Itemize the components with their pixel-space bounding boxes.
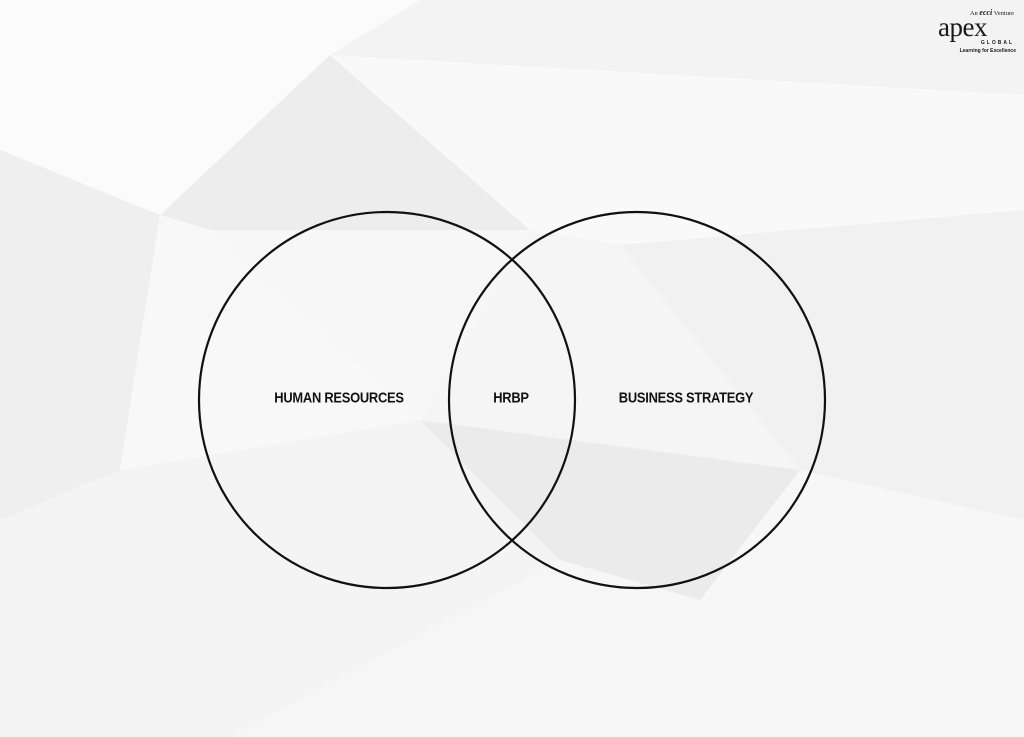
apex-global-logo: An ecci Venture apex GLOBAL Learning for…: [936, 8, 1018, 60]
logo-subline: GLOBAL: [980, 40, 1014, 46]
logo-tagline: Learning for Excellence: [959, 48, 1016, 54]
logo-suffix: Venture: [993, 10, 1014, 17]
business-strategy-label: BUSINESS STRATEGY: [618, 389, 754, 407]
logo-wordmark: apex: [938, 12, 987, 42]
business-strategy-circle: [447, 210, 827, 590]
logo-ecci: ecci: [979, 8, 993, 17]
logo-venture-line: An ecci Venture: [970, 8, 1014, 17]
human-resources-circle: [197, 210, 577, 590]
logo-prefix: An: [969, 10, 978, 17]
hrbp-intersection-label: HRBP: [493, 389, 529, 407]
human-resources-label: HUMAN RESOURCES: [274, 389, 404, 407]
